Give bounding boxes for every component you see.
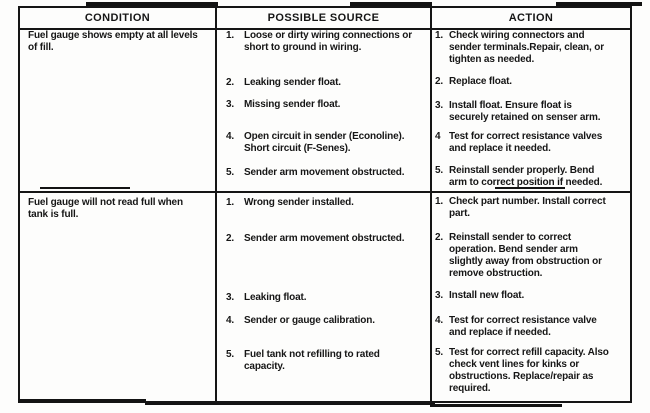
source-item: 4. Sender or gauge calibration. xyxy=(226,315,426,327)
action-item: 3. Install float. Ensure float is secure… xyxy=(435,100,629,124)
item-number: 4 xyxy=(435,131,441,142)
item-number: 1. xyxy=(435,30,444,41)
condition-cell: Fuel gauge shows empty at all levels of … xyxy=(28,30,198,53)
header-cell-possible-source: POSSIBLE SOURCE xyxy=(267,12,380,24)
source-item: 2. Sender arm movement obstructed. xyxy=(226,233,426,245)
item-text: Open circuit in sender (Econoline). Shor… xyxy=(244,131,405,154)
item-number: 4. xyxy=(226,315,235,326)
item-number: 1. xyxy=(435,196,444,207)
item-number: 5. xyxy=(226,349,235,360)
item-text: Missing sender float. xyxy=(244,99,341,110)
scan-artifact xyxy=(18,399,146,403)
source-item: 2. Leaking sender float. xyxy=(226,77,426,89)
condition-cell: Fuel gauge will not read full when tank … xyxy=(28,197,183,220)
item-number: 4. xyxy=(435,315,444,326)
item-text: Test for correct resistance valve and re… xyxy=(449,315,597,338)
action-item: 4 Test for correct resistance valves and… xyxy=(435,131,629,155)
scan-artifact xyxy=(556,2,642,6)
source-item: 5. Fuel tank not refilling to rated capa… xyxy=(226,349,426,373)
source-item: 3. Missing sender float. xyxy=(226,99,426,111)
item-number: 1. xyxy=(226,197,235,208)
item-number: 5. xyxy=(435,165,444,176)
scan-artifact xyxy=(86,2,218,6)
item-text: Check part number. Install correct part. xyxy=(449,196,606,219)
row-divider xyxy=(20,191,630,193)
item-text: Check wiring connectors and sender termi… xyxy=(449,30,604,65)
column-divider-1 xyxy=(215,8,217,401)
item-text: Fuel tank not refilling to rated capacit… xyxy=(244,349,380,372)
item-text: Leaking sender float. xyxy=(244,77,341,88)
item-number: 3. xyxy=(226,292,235,303)
source-item: 1. Wrong sender installed. xyxy=(226,197,426,209)
item-number: 2. xyxy=(226,233,235,244)
action-item: 5. Reinstall sender properly. Bend arm t… xyxy=(435,165,629,189)
item-text: Install float. Ensure float is securely … xyxy=(449,100,601,123)
item-text: Loose or dirty wiring connections or sho… xyxy=(244,30,412,53)
scan-artifact xyxy=(350,2,432,6)
action-item: 2. Replace float. xyxy=(435,76,629,88)
scan-artifact xyxy=(430,404,562,407)
source-item: 3. Leaking float. xyxy=(226,292,426,304)
item-number: 2. xyxy=(435,76,444,87)
item-text: Reinstall sender to correct operation. B… xyxy=(449,232,602,279)
item-text: Test for correct refill capacity. Also c… xyxy=(449,347,609,394)
scan-artifact xyxy=(40,187,130,189)
item-text: Wrong sender installed. xyxy=(244,197,354,208)
item-text: Sender arm movement obstructed. xyxy=(244,233,405,244)
item-number: 3. xyxy=(226,99,235,110)
item-number: 3. xyxy=(435,100,444,111)
item-number: 2. xyxy=(226,77,235,88)
item-number: 4. xyxy=(226,131,235,142)
action-item: 5. Test for correct refill capacity. Als… xyxy=(435,347,629,395)
troubleshooting-table: CONDITION POSSIBLE SOURCE ACTION Fuel ga… xyxy=(18,6,632,403)
item-text: Reinstall sender properly. Bend arm to c… xyxy=(449,165,603,188)
scan-artifact xyxy=(495,187,565,189)
item-number: 5. xyxy=(226,167,235,178)
item-text: Sender or gauge calibration. xyxy=(244,315,375,326)
header-separator xyxy=(20,28,630,30)
header-cell-condition: CONDITION xyxy=(84,12,151,24)
action-item: 1. Check part number. Install correct pa… xyxy=(435,196,629,220)
item-number: 1. xyxy=(226,30,235,41)
action-item: 3. Install new float. xyxy=(435,290,629,302)
item-number: 3. xyxy=(435,290,444,301)
item-number: 2. xyxy=(435,232,444,243)
scan-artifact xyxy=(145,403,435,405)
column-divider-2 xyxy=(430,8,432,401)
item-text: Replace float. xyxy=(449,76,512,87)
action-item: 1. Check wiring connectors and sender te… xyxy=(435,30,629,66)
item-text: Install new float. xyxy=(449,290,525,301)
action-item: 2. Reinstall sender to correct operation… xyxy=(435,232,629,280)
item-text: Test for correct resistance valves and r… xyxy=(449,131,603,154)
item-number: 5. xyxy=(435,347,444,358)
header-cell-action: ACTION xyxy=(508,12,554,24)
action-item: 4. Test for correct resistance valve and… xyxy=(435,315,629,339)
item-text: Leaking float. xyxy=(244,292,307,303)
item-text: Sender arm movement obstructed. xyxy=(244,167,405,178)
source-item: 1. Loose or dirty wiring connections or … xyxy=(226,30,426,54)
source-item: 5. Sender arm movement obstructed. xyxy=(226,167,426,179)
source-item: 4. Open circuit in sender (Econoline). S… xyxy=(226,131,426,155)
